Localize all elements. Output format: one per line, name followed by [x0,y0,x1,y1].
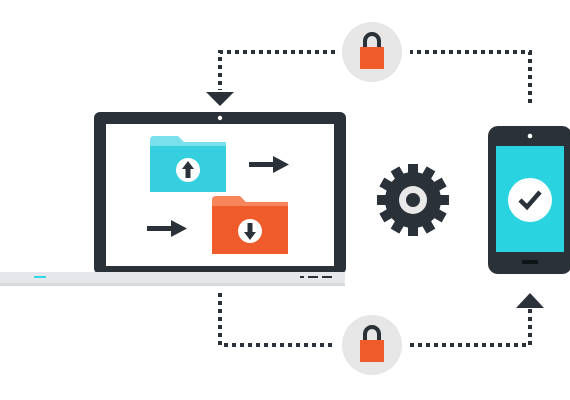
laptop-base-shadow [0,283,345,286]
arrow-up-icon [516,293,544,308]
padlock-icon [342,315,402,375]
padlock-icon [342,22,402,82]
arrow-down-icon [244,223,256,240]
checkmark-icon [518,190,542,211]
bottom-connection [218,293,544,347]
gear-icon [377,164,449,236]
arrow-down-icon [206,92,234,106]
top-dotted-line [218,50,532,103]
arrow-up-icon [182,161,194,178]
arrow-right-icon [147,220,187,237]
bottom-dotted-line [218,293,532,347]
laptop-power-indicator [34,276,46,278]
check-circle [508,178,552,222]
top-connection [206,50,532,106]
phone-camera [527,133,533,139]
laptop-camera [217,115,223,121]
phone-home-button [522,260,538,264]
folder-download-icon [212,196,288,254]
arrow-right-icon [249,156,289,173]
folder-upload-icon [150,136,226,192]
laptop-base [0,272,345,286]
smartphone-icon [488,126,570,274]
laptop-status-dots [300,276,332,278]
